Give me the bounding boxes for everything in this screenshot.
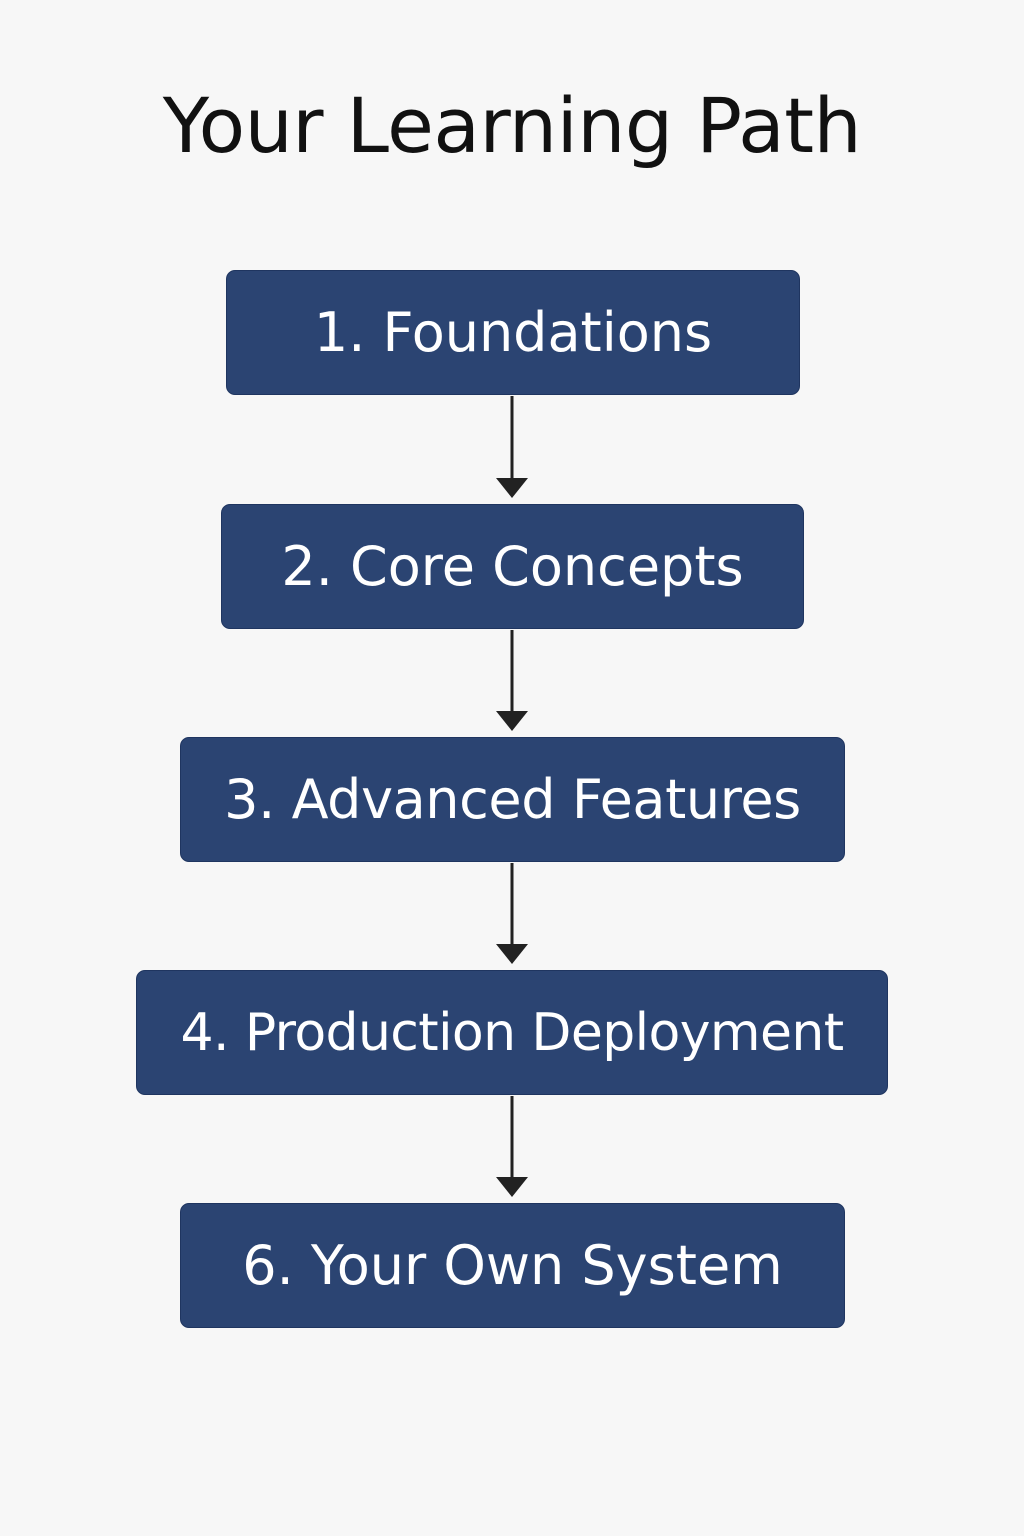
arrow-head-icon — [496, 944, 528, 964]
step-label: 6. Your Own System — [242, 1233, 783, 1297]
step-label: 2. Core Concepts — [281, 534, 744, 598]
arrow-4-to-5 — [496, 1096, 528, 1197]
arrow-head-icon — [496, 711, 528, 731]
step-box-foundations: 1. Foundations — [226, 270, 800, 395]
arrow-1-to-2 — [496, 396, 528, 498]
arrow-head-icon — [496, 1177, 528, 1197]
arrow-3-to-4 — [496, 863, 528, 964]
step-box-advanced-features: 3. Advanced Features — [180, 737, 845, 862]
page-title: Your Learning Path — [162, 81, 862, 170]
step-label: 4. Production Deployment — [180, 1002, 845, 1063]
arrow-head-icon — [496, 478, 528, 498]
step-box-your-own-system: 6. Your Own System — [180, 1203, 845, 1328]
step-box-core-concepts: 2. Core Concepts — [221, 504, 804, 629]
step-label: 1. Foundations — [313, 300, 713, 364]
arrow-2-to-3 — [496, 630, 528, 731]
step-box-production-deployment: 4. Production Deployment — [136, 970, 888, 1095]
step-label: 3. Advanced Features — [224, 767, 801, 831]
